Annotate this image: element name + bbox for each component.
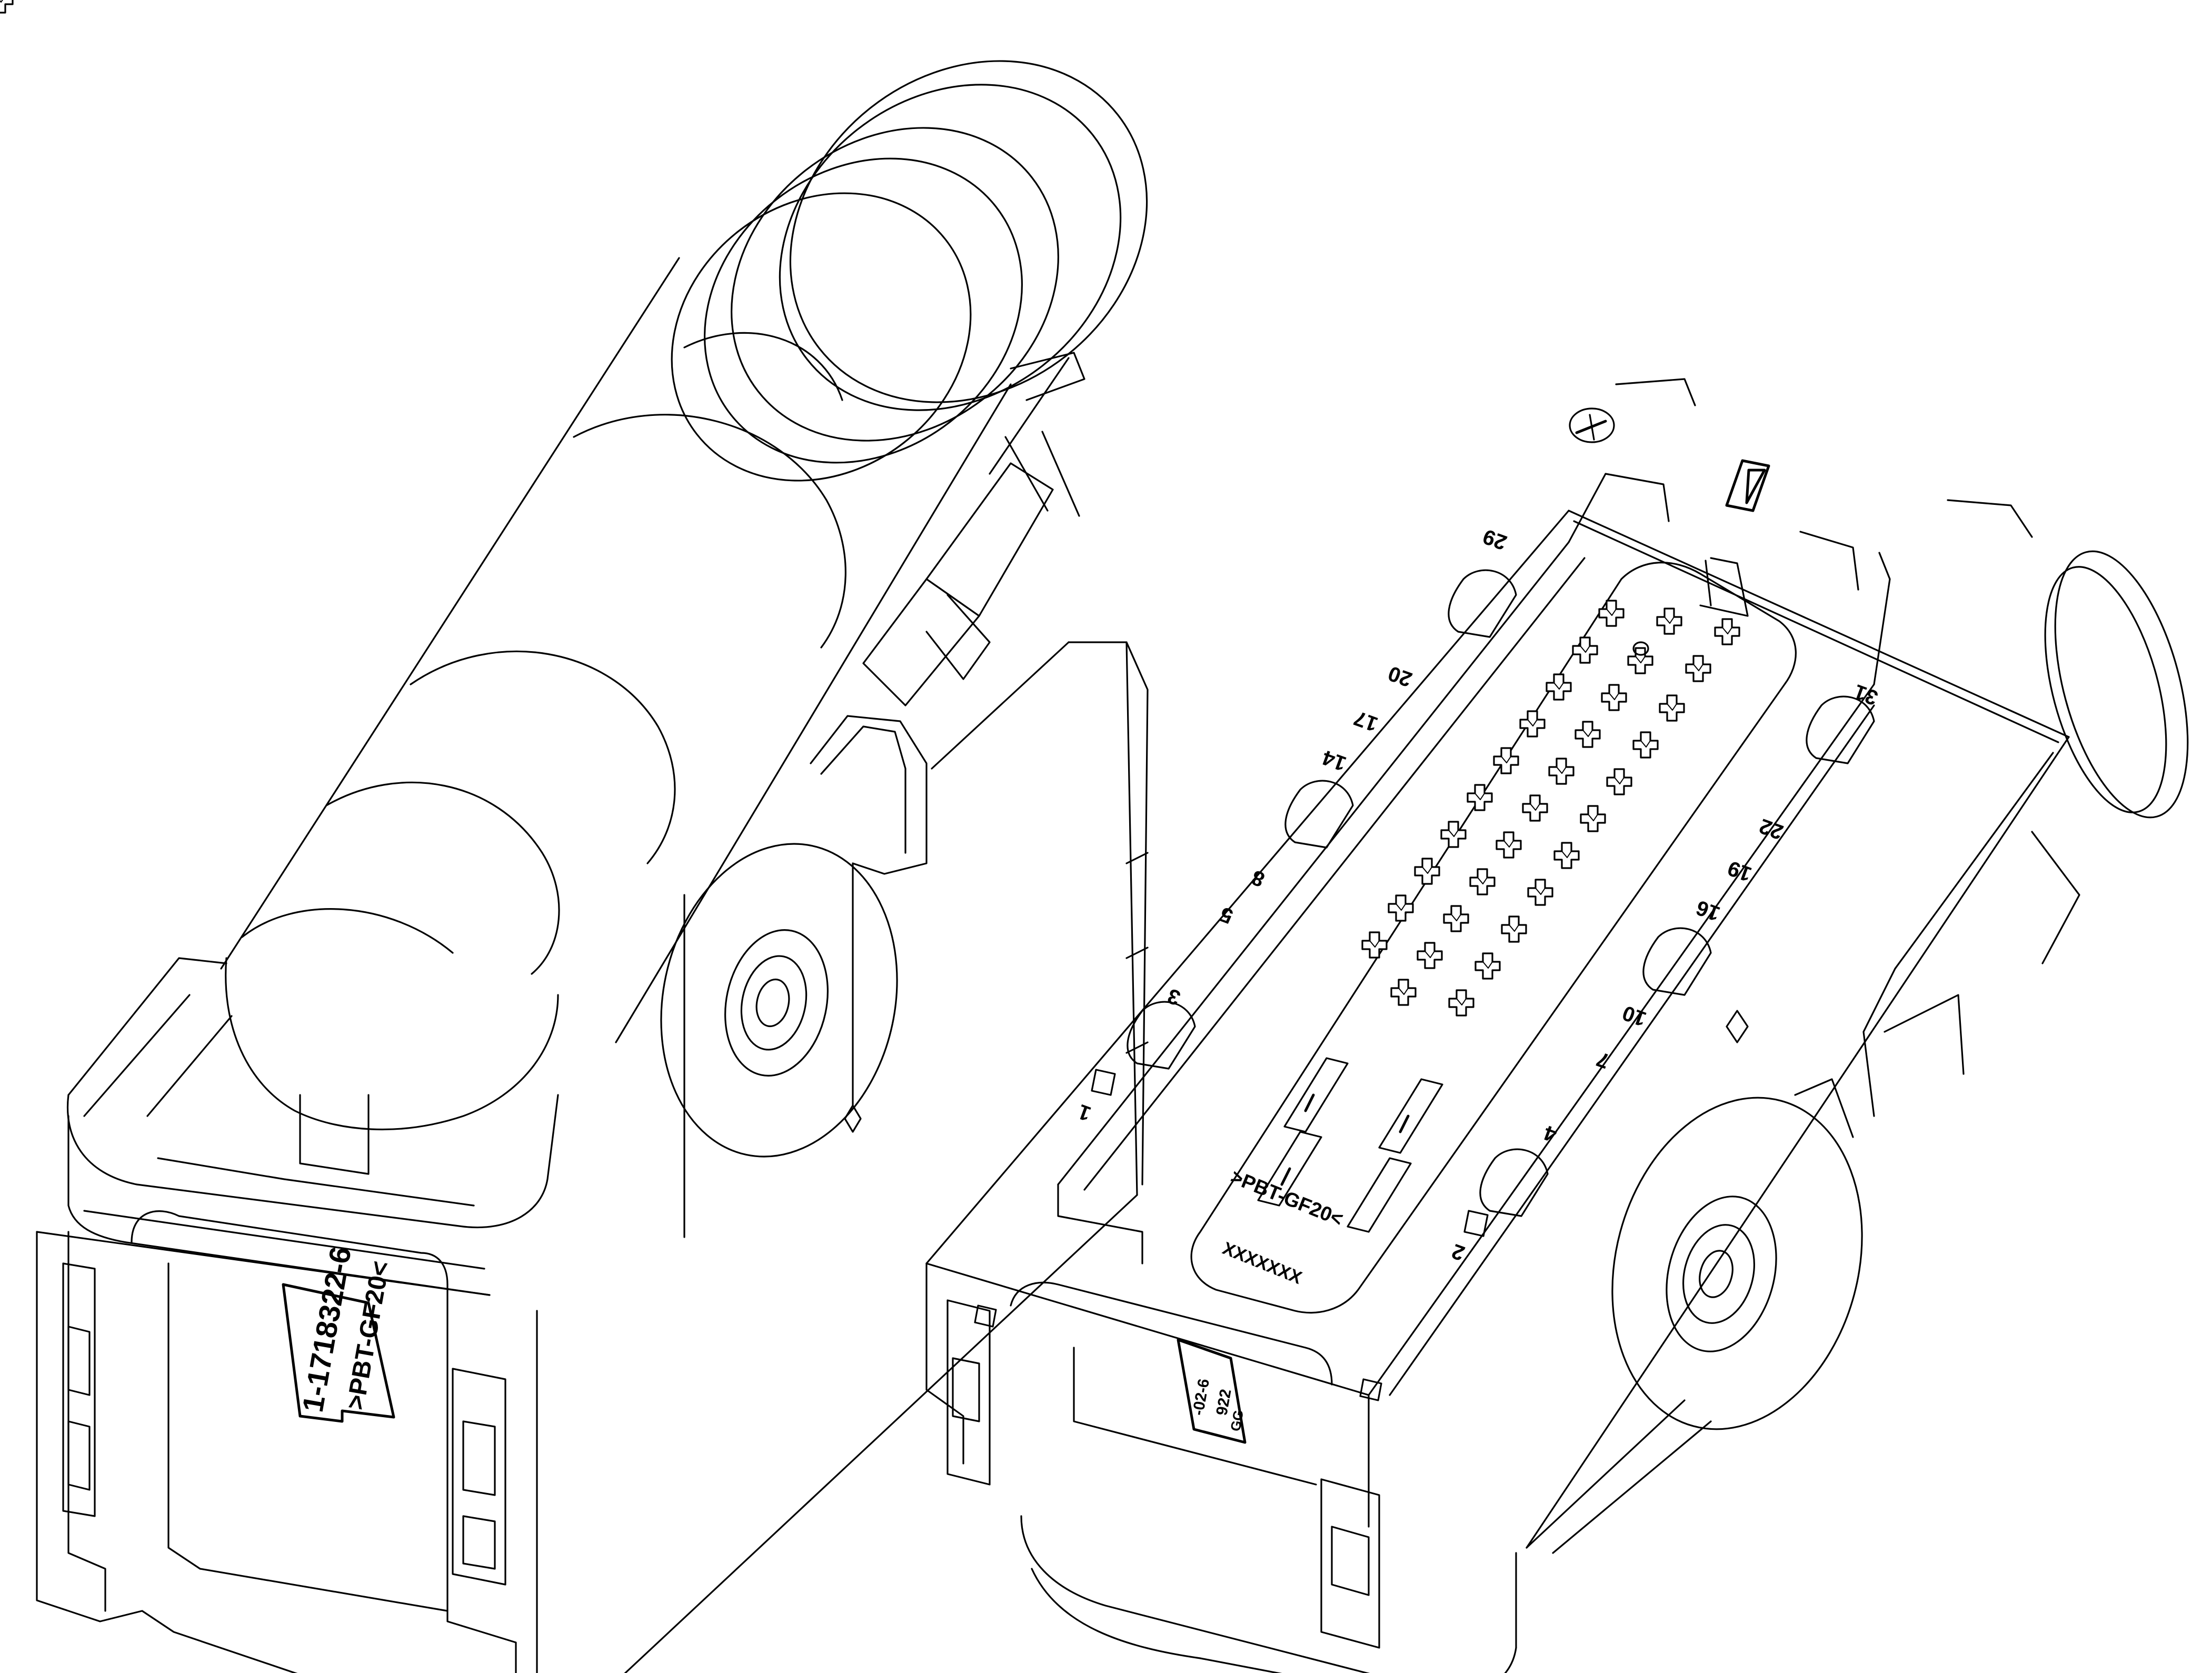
cover-latch <box>862 352 1085 706</box>
screw-icon <box>1569 407 1615 443</box>
pin-label-16: 16 <box>1693 895 1723 925</box>
pin-label-22: 22 <box>1756 814 1786 844</box>
cavity-grid <box>0 0 1740 1017</box>
keying-mark-a <box>1725 459 1770 512</box>
pin-label-7: 7 <box>1593 1047 1612 1073</box>
pin-label-17: 17 <box>1351 706 1381 736</box>
date-code: XXXXXXX <box>1220 1238 1305 1288</box>
right-side-boss <box>1611 1078 1863 1430</box>
pin-label-8: 8 <box>1249 865 1268 891</box>
left-connector: 1-1718322-6 >PBT-GF20< <box>36 60 1149 1673</box>
pin-label-20: 20 <box>1385 661 1415 691</box>
bottom-marking-3: GG <box>1227 1409 1247 1432</box>
pin-label-1: 1 <box>1075 1100 1094 1126</box>
pin-label-31: 31 <box>1851 680 1881 710</box>
pin-label-14: 14 <box>1319 745 1350 775</box>
rear-flange <box>1726 550 2189 1117</box>
cable-cover-body <box>220 257 1012 1175</box>
left-front-face: 1-1718322-6 >PBT-GF20< <box>36 1210 538 1673</box>
cable-cover-end <box>671 60 1148 482</box>
left-housing <box>66 641 1149 1673</box>
pin-label-5: 5 <box>1217 902 1236 928</box>
cavity-frame <box>974 473 1891 1401</box>
terminal-insert: >PBT-GF20< XXXXXXX <box>0 0 1797 1314</box>
right-top-plate <box>925 378 2070 1549</box>
bottom-marking-1: -02-6 <box>1189 1378 1213 1417</box>
pin-label-29: 29 <box>1480 524 1510 554</box>
right-front-face: -02-6 922 GG <box>925 1262 1712 1673</box>
pin-label-4: 4 <box>1540 1121 1560 1147</box>
